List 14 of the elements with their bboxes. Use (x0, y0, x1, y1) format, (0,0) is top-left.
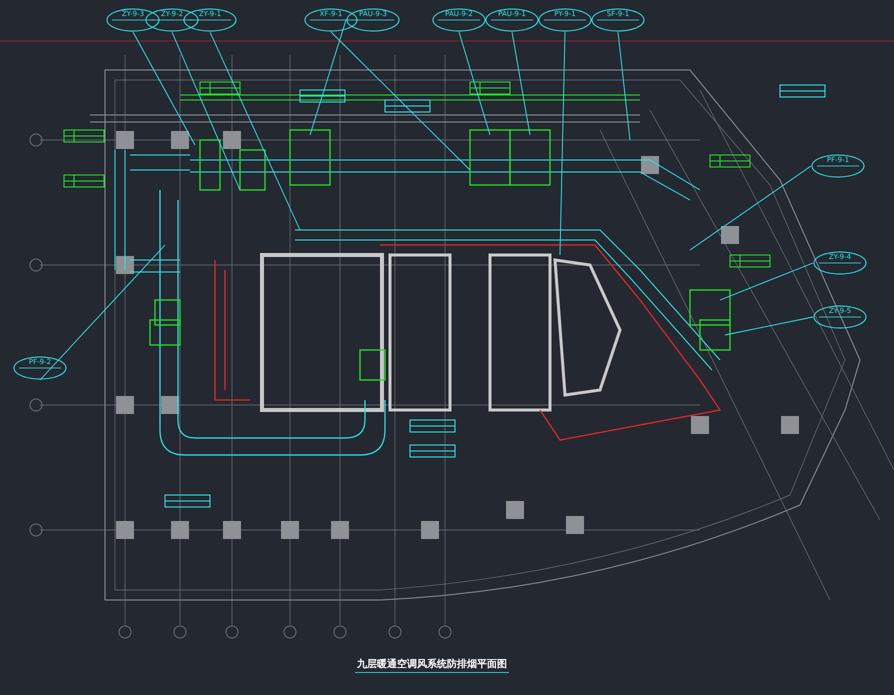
leader-line (690, 166, 812, 250)
leader-line (512, 32, 530, 136)
leader-line (132, 32, 196, 146)
leader-line (40, 244, 166, 380)
leader-line (458, 32, 490, 136)
leader-line (172, 32, 240, 190)
leader-line (720, 262, 814, 300)
leader-line (210, 32, 300, 230)
leader-line (330, 32, 470, 170)
leader-line (310, 20, 346, 136)
leader-line (724, 316, 814, 336)
leader-line (618, 32, 630, 140)
drawing-title: 九层暖通空调风系统防排烟平面图 (355, 657, 509, 673)
leader-line (560, 32, 566, 256)
